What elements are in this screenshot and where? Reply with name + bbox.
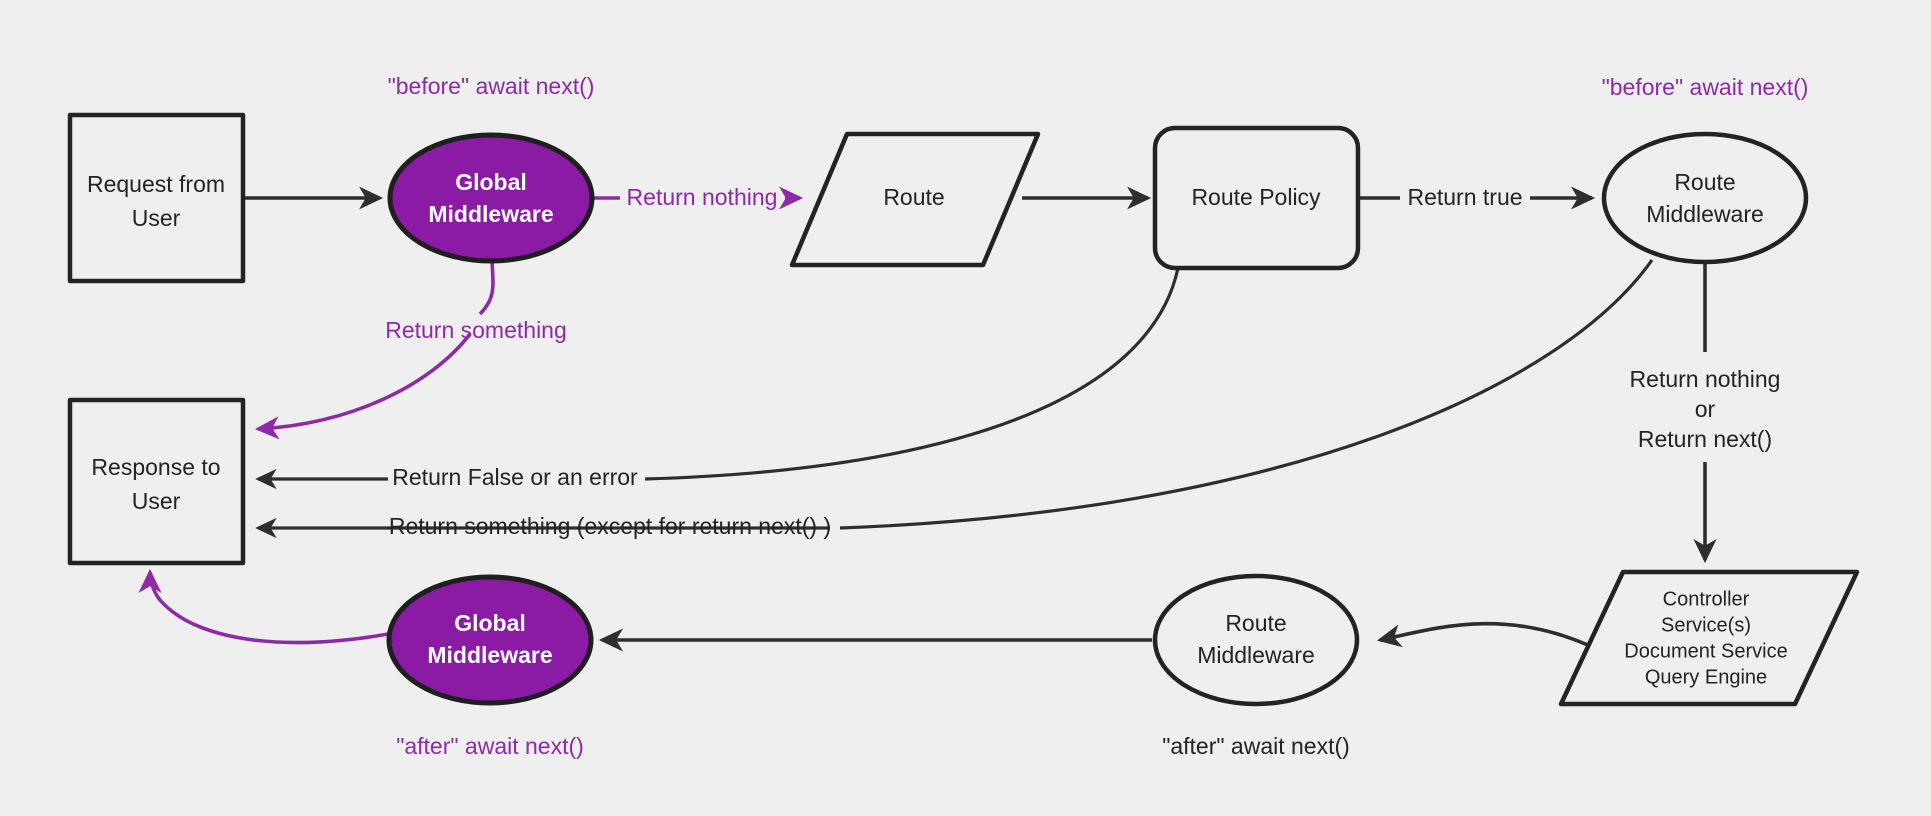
node-route-policy-label: Route Policy bbox=[1191, 184, 1321, 210]
annotation-before-await-next-global: "before" await next() bbox=[388, 73, 595, 99]
annotation-after-await-next-route: "after" await next() bbox=[1162, 733, 1350, 759]
edge-label-return-true: Return true bbox=[1407, 184, 1522, 210]
edge-label-return-something-except: Return something (except for return next… bbox=[389, 513, 831, 539]
node-route-middleware-top-line2: Middleware bbox=[1646, 201, 1764, 227]
node-controller-stack-line2: Service(s) bbox=[1661, 614, 1751, 636]
edge-route-middleware-to-response-curve bbox=[839, 259, 1654, 530]
node-route-middleware-bottom-line2: Middleware bbox=[1197, 642, 1315, 668]
annotation-before-await-next-route: "before" await next() bbox=[1602, 74, 1809, 100]
node-global-middleware-bottom-line1: Global bbox=[454, 610, 526, 636]
node-request-from-user-line1: Request from bbox=[87, 171, 225, 197]
node-global-middleware-top-line2: Middleware bbox=[428, 201, 553, 227]
edge-label-return-nothing-or-2: or bbox=[1695, 396, 1716, 422]
node-route-middleware-bottom-line1: Route bbox=[1225, 610, 1286, 636]
edge-label-return-false-or-error: Return False or an error bbox=[392, 464, 638, 490]
node-controller-stack-line4: Query Engine bbox=[1645, 666, 1767, 688]
edge-controller-to-route-middleware-bottom bbox=[1376, 621, 1591, 648]
node-response-to-user[interactable] bbox=[67, 397, 246, 566]
node-request-from-user-line2: User bbox=[132, 205, 181, 231]
node-global-middleware-top[interactable] bbox=[387, 132, 595, 264]
node-global-middleware-top-line1: Global bbox=[455, 169, 527, 195]
edge-label-return-nothing: Return nothing bbox=[627, 184, 778, 210]
node-route-middleware-top[interactable] bbox=[1601, 131, 1809, 265]
node-controller-stack-line3: Document Service bbox=[1624, 640, 1787, 662]
edge-label-return-nothing-or-3: Return next() bbox=[1638, 426, 1772, 452]
edge-global-middleware-return-something-upper bbox=[478, 254, 495, 316]
edge-label-return-something: Return something bbox=[385, 317, 567, 343]
edge-global-middleware-to-response bbox=[254, 332, 472, 440]
node-global-middleware-bottom-line2: Middleware bbox=[427, 642, 552, 668]
node-route-label: Route bbox=[883, 184, 944, 210]
node-route-middleware-bottom[interactable] bbox=[1152, 573, 1360, 707]
node-controller-stack[interactable] bbox=[1558, 569, 1860, 707]
edge-route-policy-to-response-curve bbox=[644, 267, 1180, 481]
node-route[interactable] bbox=[789, 131, 1041, 268]
node-controller-stack-line1: Controller bbox=[1663, 588, 1750, 610]
node-request-from-user[interactable] bbox=[67, 112, 246, 284]
edge-global-middleware-bottom-to-response bbox=[138, 568, 389, 645]
node-route-policy[interactable] bbox=[1152, 125, 1361, 271]
node-global-middleware-bottom[interactable] bbox=[386, 574, 594, 706]
node-route-middleware-top-line1: Route bbox=[1674, 169, 1735, 195]
node-response-to-user-line1: Response to bbox=[91, 454, 220, 480]
edge-label-return-nothing-or-1: Return nothing bbox=[1630, 366, 1781, 392]
annotation-after-await-next-global: "after" await next() bbox=[396, 733, 584, 759]
node-response-to-user-line2: User bbox=[132, 488, 181, 514]
